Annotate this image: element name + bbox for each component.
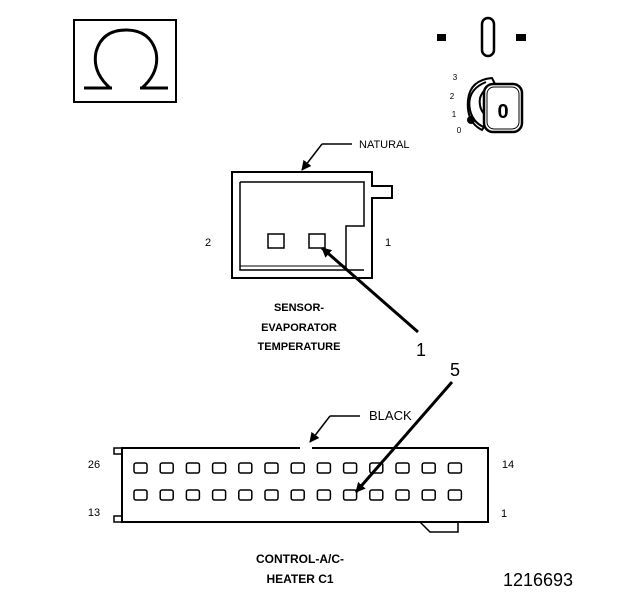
control-cavity — [447, 489, 463, 501]
control-cavity — [369, 489, 384, 501]
control-cavity — [316, 489, 332, 501]
ignition-position-2: 2 — [450, 92, 455, 101]
figure-number: 1216693 — [503, 570, 573, 590]
control-cavity — [185, 462, 201, 474]
control-pin-1-label: 1 — [501, 508, 507, 520]
sensor-name-line-2: EVAPORATOR — [261, 322, 337, 334]
sensor-color-leader — [301, 143, 352, 171]
callout-1-arrow — [321, 246, 419, 334]
control-color-leader — [309, 415, 360, 443]
control-cavity — [264, 462, 279, 474]
switch-left-mark — [437, 34, 446, 41]
control-cavity — [290, 462, 305, 474]
control-cavity — [238, 489, 253, 501]
sensor-cavity-2 — [267, 233, 285, 249]
callout-5-label: 5 — [450, 360, 460, 380]
switch-slot — [480, 16, 496, 58]
sensor-cavity-1 — [308, 233, 326, 249]
key-label: 0 — [497, 101, 508, 123]
control-cavity — [159, 489, 174, 501]
control-cavity — [369, 462, 384, 474]
control-cavities — [133, 462, 463, 501]
control-cavity — [395, 462, 410, 474]
sensor-connector-body — [231, 171, 393, 279]
ignition-position-3: 3 — [453, 73, 458, 82]
control-cavity — [421, 462, 436, 474]
sensor-color-label: NATURAL — [359, 139, 410, 151]
control-cavity — [316, 462, 332, 474]
sensor-pin-1-label: 1 — [385, 237, 391, 249]
control-cavity — [421, 489, 436, 501]
ignition-position-1: 1 — [452, 110, 457, 119]
sensor-name-line-1: SENSOR- — [274, 302, 324, 314]
ignition-switch: 3 2 1 0 0 — [437, 16, 526, 135]
control-cavity — [185, 489, 201, 501]
control-cavity — [342, 462, 358, 474]
control-cavity — [264, 489, 279, 501]
sensor-pin-2-label: 2 — [205, 237, 211, 249]
callout-5-arrow — [354, 381, 454, 493]
control-cavity — [133, 462, 148, 474]
control-connector: 5 BLACK 26 13 14 1 CONTROL-A/C- HEATER C… — [88, 360, 514, 586]
callout-1-label: 1 — [416, 340, 426, 360]
control-cavity — [395, 489, 410, 501]
control-pin-13-label: 13 — [88, 507, 100, 519]
control-color-label: BLACK — [369, 408, 412, 423]
ohm-icon — [84, 28, 168, 90]
control-cavity — [238, 462, 253, 474]
ignition-key-icon — [466, 76, 524, 134]
control-cavity — [159, 462, 174, 474]
control-cavity — [133, 489, 148, 501]
switch-right-mark — [516, 34, 526, 41]
sensor-connector: NATURAL 2 1 SENSOR- EVAPORATOR TEMPERATU… — [205, 139, 426, 360]
control-cavity — [211, 462, 227, 474]
control-cavity — [290, 489, 305, 501]
control-name-line-2: HEATER C1 — [266, 572, 333, 586]
control-cavity — [342, 489, 358, 501]
control-pin-14-label: 14 — [502, 459, 514, 471]
control-cavity — [447, 462, 463, 474]
control-pin-26-label: 26 — [88, 459, 100, 471]
ignition-position-0: 0 — [457, 126, 462, 135]
sensor-name-line-3: TEMPERATURE — [258, 341, 341, 353]
control-connector-body — [113, 447, 489, 533]
control-cavity — [211, 489, 227, 501]
ohmmeter-symbol — [73, 19, 177, 103]
control-name-line-1: CONTROL-A/C- — [256, 552, 344, 566]
